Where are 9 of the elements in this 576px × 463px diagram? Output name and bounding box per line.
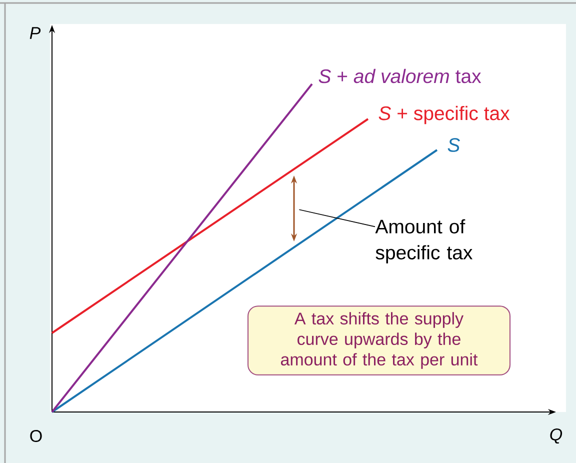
curve-label: S	[448, 138, 460, 152]
annotation-text: Amount of specific tax	[375, 219, 472, 264]
curve-label: S + specific tax	[378, 106, 510, 124]
axis-label: P	[30, 27, 41, 39]
leader-line	[298, 209, 376, 228]
axis-label: Q	[550, 428, 562, 444]
origin-label: O	[30, 430, 42, 442]
callout-box: A tax shifts the supply curve upwards by the amount of the tax per unit	[248, 306, 510, 376]
curve-label: S + ad valorem tax	[318, 68, 482, 84]
